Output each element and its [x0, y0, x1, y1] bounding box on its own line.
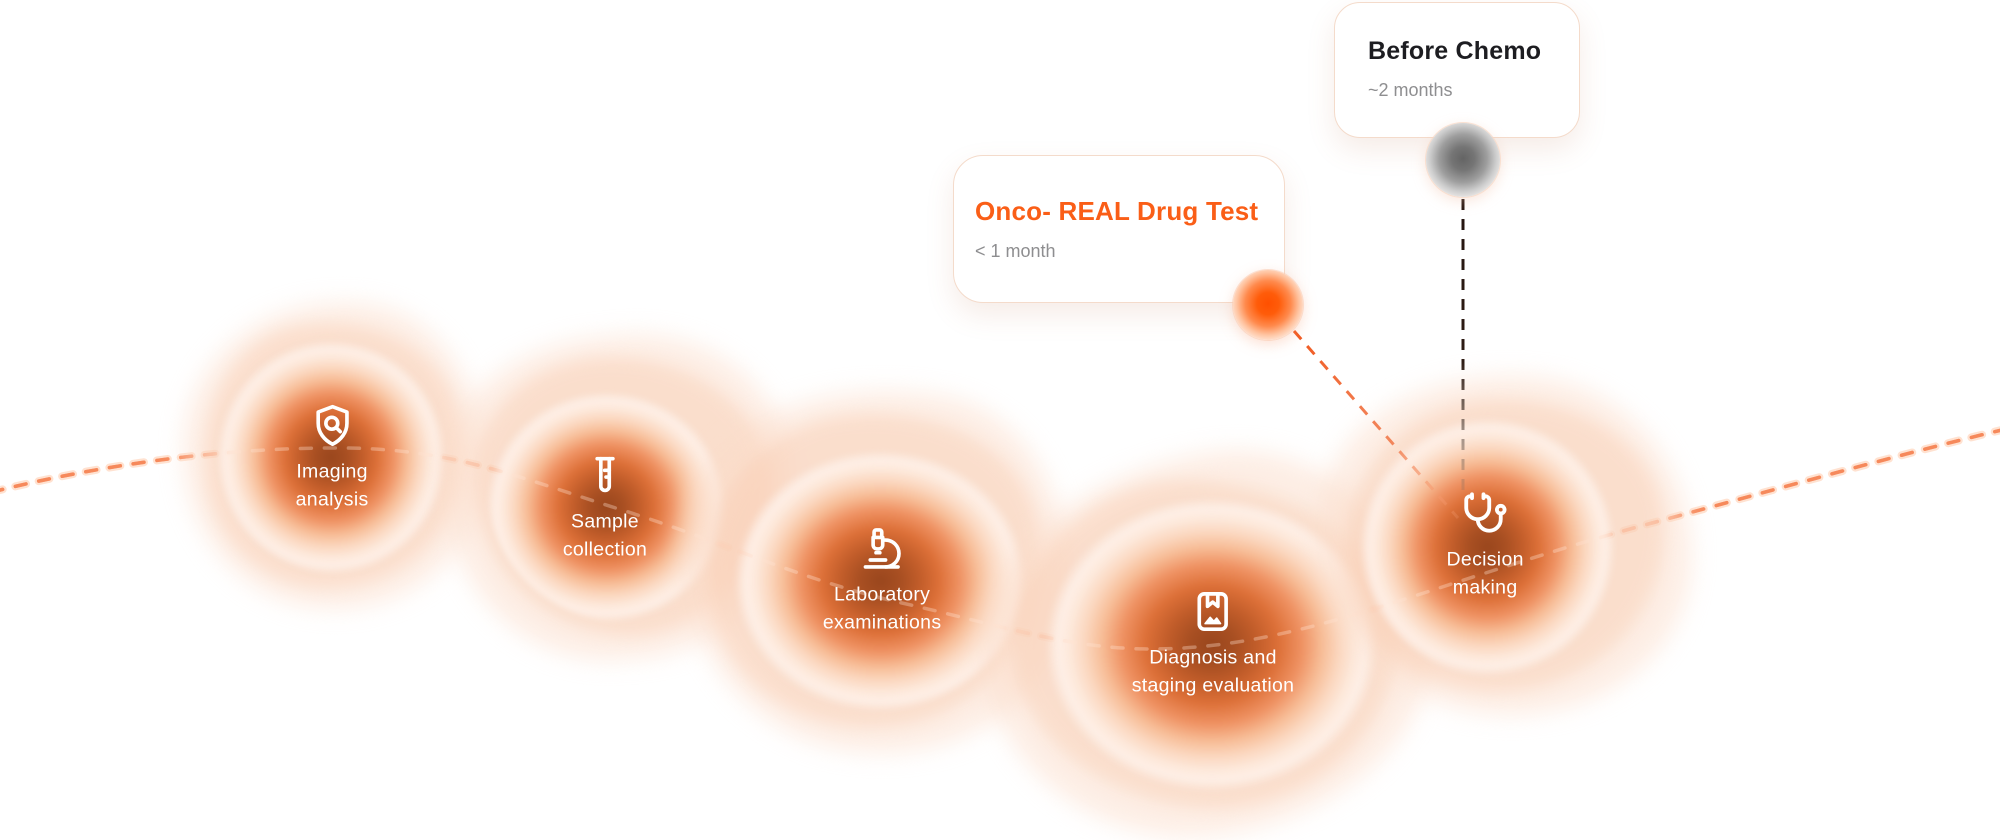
stage-label-line2: analysis [295, 488, 369, 511]
shield-search-icon [315, 405, 349, 447]
stethoscope-icon [1464, 492, 1507, 533]
onco-test-marker-dot [1233, 270, 1303, 340]
stage-blob-laboratory-examinations: Laboratory examinations [650, 355, 1099, 784]
callout-title: Before Chemo [1368, 37, 1542, 65]
book-report-icon [1197, 591, 1229, 631]
stage-label-line2: staging evaluation [1131, 674, 1295, 697]
microscope-icon [864, 527, 902, 569]
test-tube-icon [595, 456, 615, 493]
callout-duration: ~2 months [1368, 80, 1453, 100]
callout-duration: < 1 month [975, 241, 1056, 261]
callout-card-onco-real: Onco- REAL Drug Test < 1 month [953, 155, 1285, 303]
before-chemo-marker-dot [1426, 123, 1500, 197]
callout-title: Onco- REAL Drug Test [975, 196, 1259, 226]
stage-blob-imaging-analysis: Imaging analysis [163, 281, 504, 629]
blob-core [216, 335, 451, 575]
stage-blob-decision-making: Decision making [1301, 356, 1709, 733]
stage-label-line1: Decision [1446, 548, 1524, 571]
stage-label-line2: making [1452, 576, 1518, 599]
stage-label-line1: Imaging [296, 460, 368, 483]
blob-core [722, 427, 1027, 712]
stage-label-line1: Laboratory [834, 583, 931, 606]
stage-label-line2: examinations [822, 611, 942, 634]
stage-label-line1: Diagnosis and [1149, 646, 1277, 669]
callout-card-before-chemo: Before Chemo ~2 months [1334, 2, 1580, 138]
stage-label-line1: Sample [571, 510, 639, 533]
stage-label-line2: collection [562, 538, 648, 561]
